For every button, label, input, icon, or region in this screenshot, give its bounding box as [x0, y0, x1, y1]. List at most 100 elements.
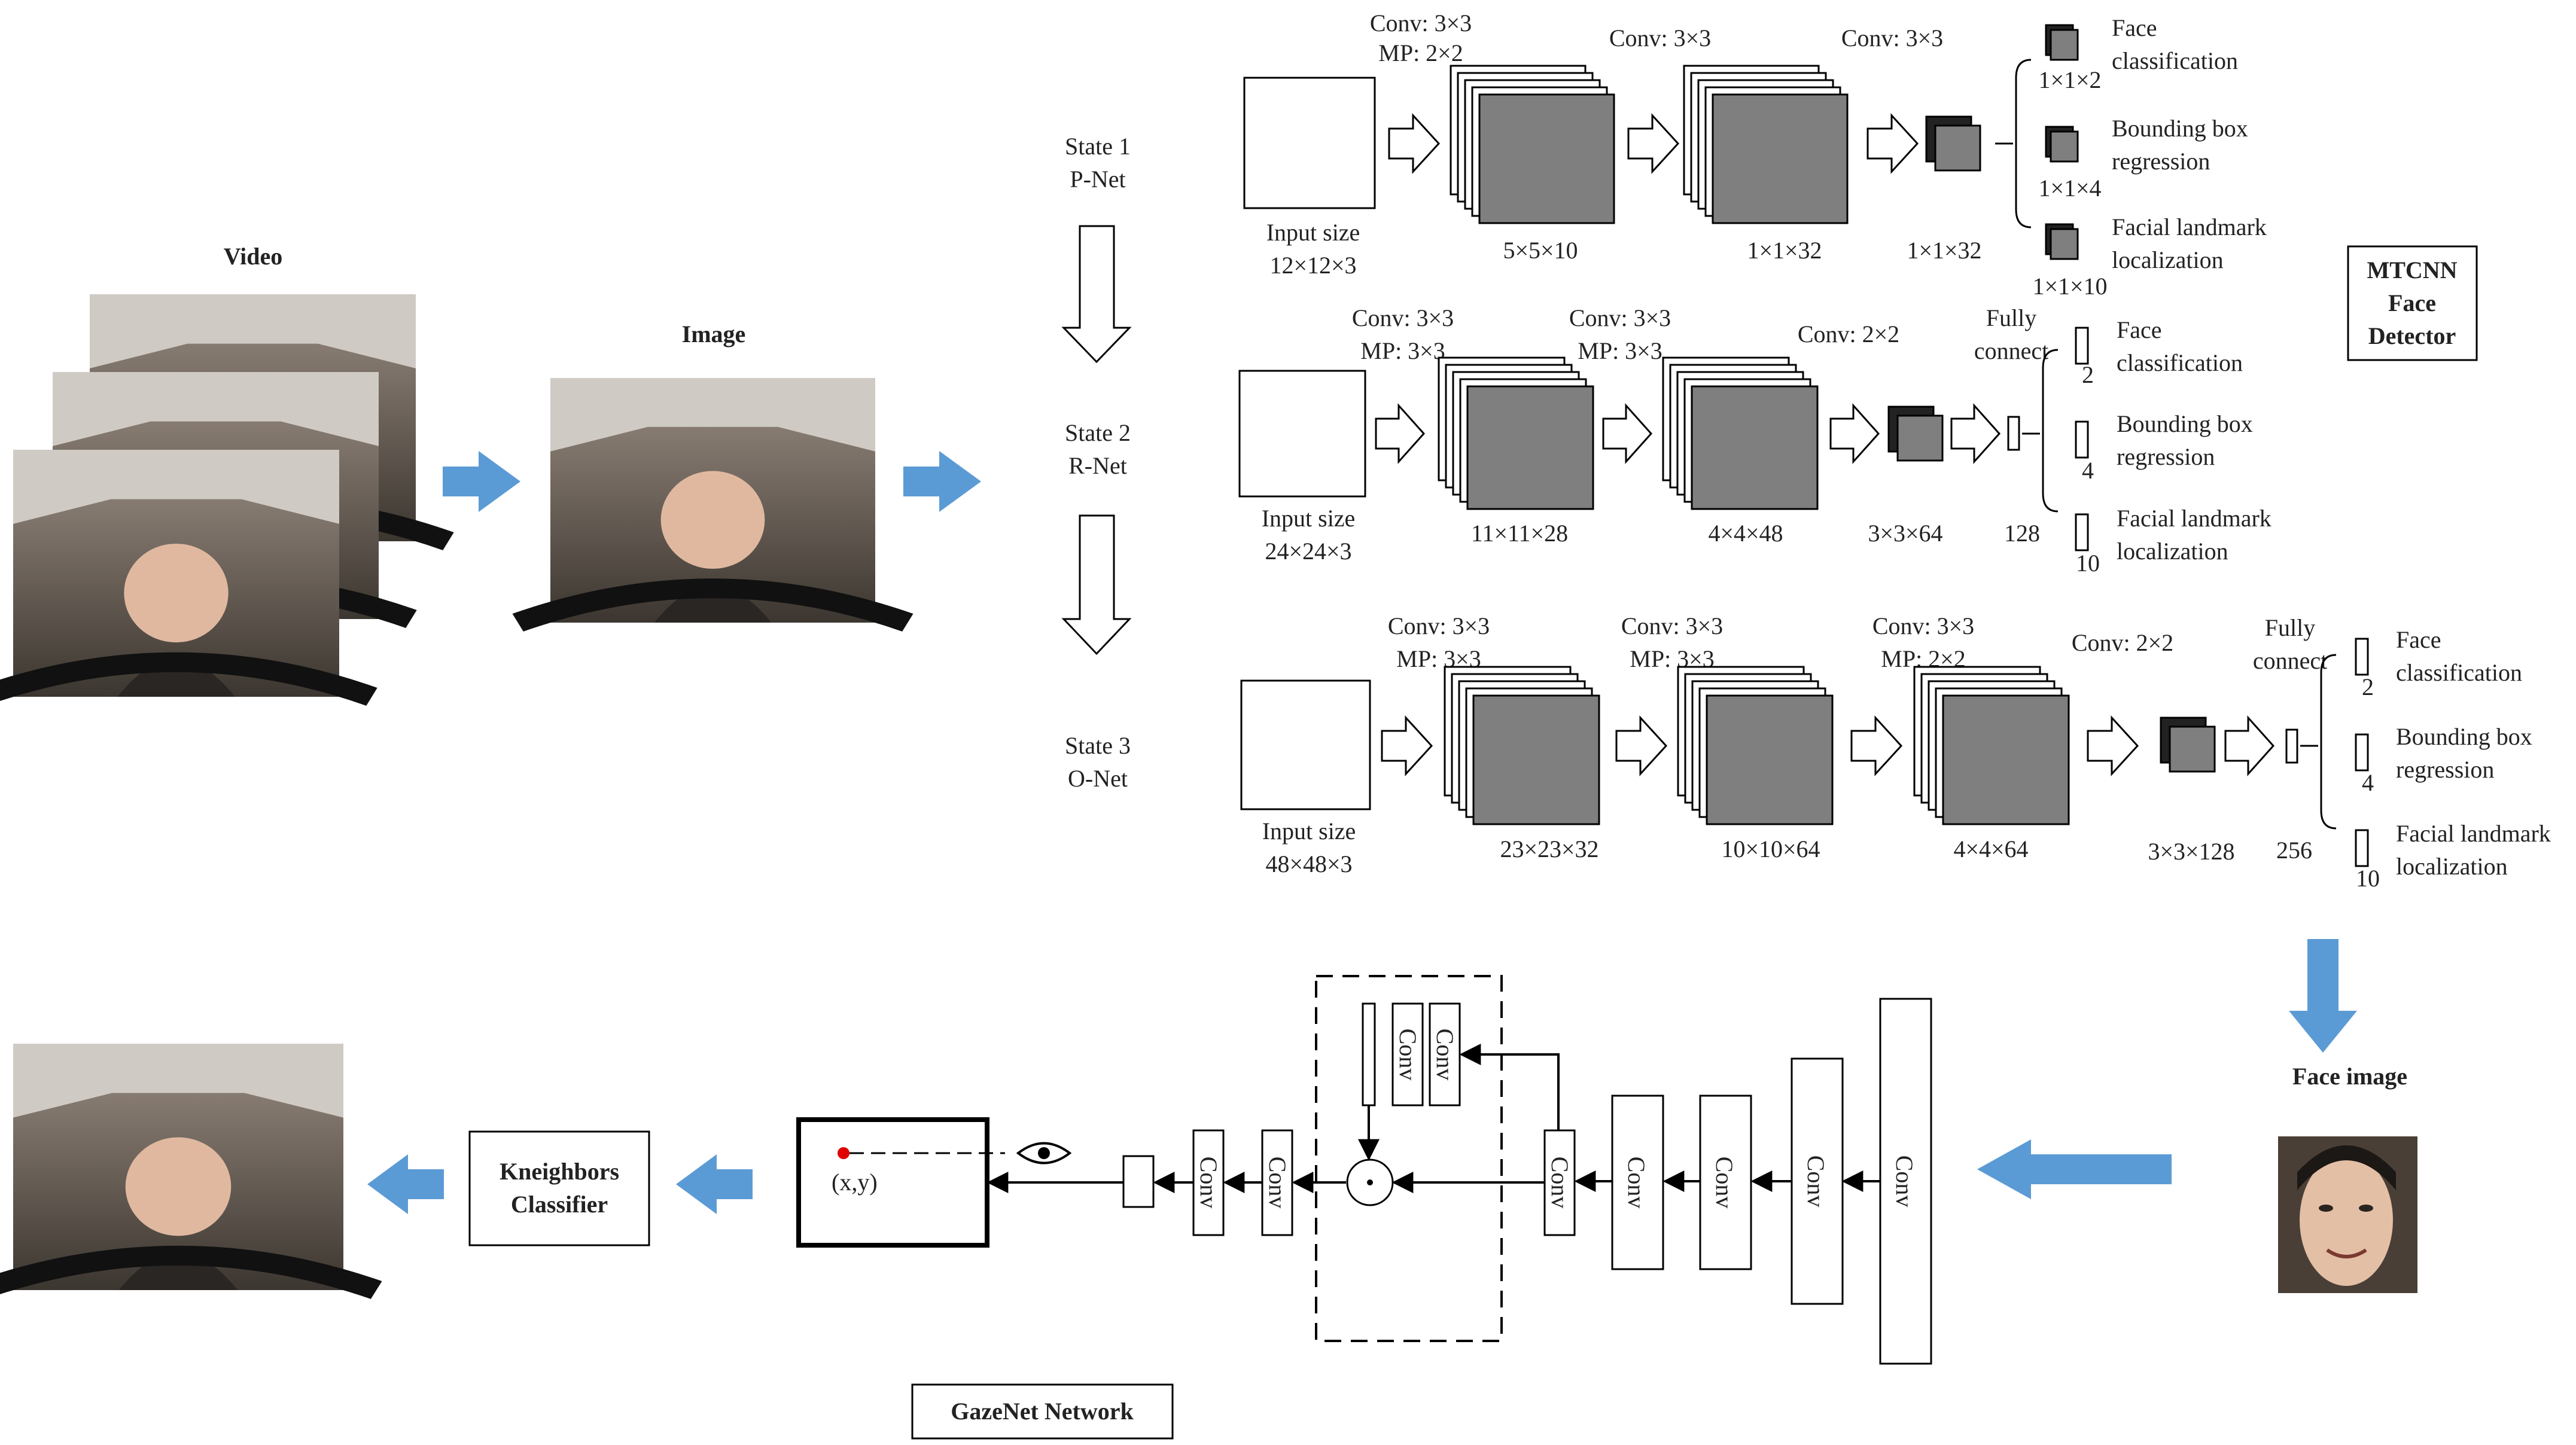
svg-text:Facial landmark: Facial landmark: [2117, 505, 2271, 532]
svg-text:classification: classification: [2117, 349, 2243, 376]
input-image: [518, 378, 908, 623]
svg-text:1×1×4: 1×1×4: [2038, 175, 2101, 202]
rnet-feature-block-3: [1887, 406, 1944, 462]
svg-text:2: 2: [2362, 673, 2374, 700]
pnet-output-cubes: [2045, 24, 2079, 260]
svg-text:regression: regression: [2117, 443, 2215, 470]
gazenet-attention-module: [1315, 975, 1503, 1342]
svg-text:Conv: Conv: [1546, 1157, 1573, 1209]
svg-text:10×10×64: 10×10×64: [1721, 836, 1820, 862]
svg-text:5×5×10: 5×5×10: [1503, 237, 1578, 264]
stage3-net: O-Net: [1068, 765, 1128, 792]
svg-text:11×11×28: 11×11×28: [1471, 520, 1568, 547]
svg-text:10: 10: [2356, 865, 2380, 892]
face-image-title: Face image: [2292, 1063, 2407, 1090]
stage2-net: R-Net: [1068, 452, 1127, 479]
svg-text:Fully: Fully: [2265, 614, 2315, 641]
svg-text:Conv: 2×2: Conv: 2×2: [1798, 321, 1899, 347]
svg-text:connect: connect: [1974, 337, 2048, 364]
svg-text:3×3×64: 3×3×64: [1868, 520, 1942, 547]
rnet-input-box: [1238, 370, 1366, 498]
gazenet-label-box: [911, 1383, 1174, 1440]
svg-text:Conv: Conv: [1802, 1156, 1829, 1208]
onet-block-arrows: [1381, 715, 2275, 776]
svg-text:Conv: Conv: [1394, 1029, 1421, 1081]
result-image: [0, 1044, 376, 1290]
svg-text:MP: 3×3: MP: 3×3: [1578, 337, 1662, 364]
svg-text:1×1×32: 1×1×32: [1907, 237, 1981, 264]
svg-text:Classifier: Classifier: [511, 1191, 608, 1218]
onet-input-box: [1240, 679, 1371, 810]
svg-text:4: 4: [2362, 769, 2374, 796]
svg-text:23×23×32: 23×23×32: [1500, 836, 1598, 862]
stage1-net: P-Net: [1070, 166, 1125, 193]
svg-text:Facial landmark: Facial landmark: [2396, 820, 2551, 847]
svg-text:MP: 2×2: MP: 2×2: [1378, 39, 1463, 66]
gazenet-fc: [1122, 1155, 1155, 1208]
gazenet-conv-2: [1791, 1057, 1844, 1305]
down-arrow-2: [1061, 514, 1132, 656]
svg-text:4: 4: [2082, 457, 2094, 484]
svg-text:1×1×10: 1×1×10: [2032, 273, 2107, 300]
svg-text:24×24×3: 24×24×3: [1265, 538, 1351, 565]
svg-text:Bounding box: Bounding box: [2117, 410, 2253, 437]
eye-icon: [1016, 1142, 1072, 1164]
face-image: [2278, 1136, 2417, 1293]
pnet-feature-stack-2: [1683, 65, 1849, 224]
svg-text:Conv: Conv: [1623, 1157, 1650, 1209]
stage1-state: State 1: [1065, 133, 1131, 160]
svg-text:2: 2: [2082, 361, 2094, 388]
svg-text:MTCNN: MTCNN: [2367, 257, 2457, 283]
svg-text:3×3×128: 3×3×128: [2148, 838, 2234, 865]
svg-text:Input size: Input size: [1262, 818, 1356, 845]
attention-conv-b: [1429, 1002, 1461, 1106]
gazenet-conv-1: [1879, 998, 1932, 1365]
arrow-gazenet-to-classifier: [676, 1154, 753, 1214]
svg-text:Kneighbors: Kneighbors: [500, 1158, 619, 1185]
gaze-point: [838, 1147, 849, 1159]
svg-text:Input size: Input size: [1262, 505, 1356, 532]
onet-fc-bar: [2285, 728, 2298, 764]
svg-text:Conv: 3×3: Conv: 3×3: [1569, 304, 1671, 331]
svg-text:Conv: 3×3: Conv: 3×3: [1621, 612, 1723, 639]
onet-output-bars: [2355, 638, 2369, 867]
onet-feature-stack-2: [1677, 666, 1834, 825]
onet-output-brace: [2320, 654, 2337, 830]
rnet-output-brace: [2042, 349, 2059, 513]
pnet-output-brace: [2015, 59, 2032, 228]
svg-text:Face: Face: [2388, 289, 2436, 316]
svg-text:localization: localization: [2396, 853, 2508, 880]
svg-text:4×4×48: 4×4×48: [1708, 520, 1783, 547]
rnet-feature-stack-1: [1438, 356, 1594, 510]
svg-text:regression: regression: [2396, 756, 2494, 783]
pnet-block-arrows: [1388, 113, 1919, 174]
svg-text:10: 10: [2076, 550, 2100, 577]
svg-text:Conv: Conv: [1195, 1157, 1222, 1209]
svg-text:Detector: Detector: [2368, 322, 2456, 349]
kneighbors-classifier: Kneighbors Classifier: [468, 1130, 650, 1246]
svg-text:Bounding box: Bounding box: [2396, 723, 2532, 750]
svg-text:Fully: Fully: [1986, 304, 2036, 331]
pnet-input-label: Input size: [1266, 219, 1360, 246]
video-frames: [0, 294, 449, 697]
svg-text:Conv: 3×3: Conv: 3×3: [1352, 304, 1454, 331]
stage3-state: State 3: [1065, 732, 1131, 759]
svg-text:Conv: Conv: [1264, 1157, 1291, 1209]
onet-feature-stack-1: [1444, 666, 1600, 825]
svg-text:Conv: Conv: [1711, 1157, 1738, 1209]
svg-text:MP: 3×3: MP: 3×3: [1360, 337, 1445, 364]
pnet-input-box: [1243, 77, 1376, 209]
stage-down-arrows: [1061, 225, 1132, 656]
svg-text:localization: localization: [2117, 538, 2228, 565]
svg-text:48×48×3: 48×48×3: [1265, 850, 1352, 877]
rnet-row: Input size 24×24×3 Conv: 3×3 MP: 3×3 11×…: [1238, 304, 2271, 577]
arrow-video-to-image: [443, 451, 520, 512]
stage2-state: State 2: [1065, 419, 1131, 446]
gaze-screen: [796, 1117, 989, 1248]
stage-labels: State 1 P-Net State 2 R-Net State 3 O-Ne…: [1065, 133, 1131, 792]
gazenet-conv-5: [1543, 1129, 1576, 1236]
svg-text:Face: Face: [2112, 14, 2157, 41]
gazenet-conv-4: [1611, 1095, 1664, 1270]
svg-text:4×4×64: 4×4×64: [1953, 836, 2028, 862]
